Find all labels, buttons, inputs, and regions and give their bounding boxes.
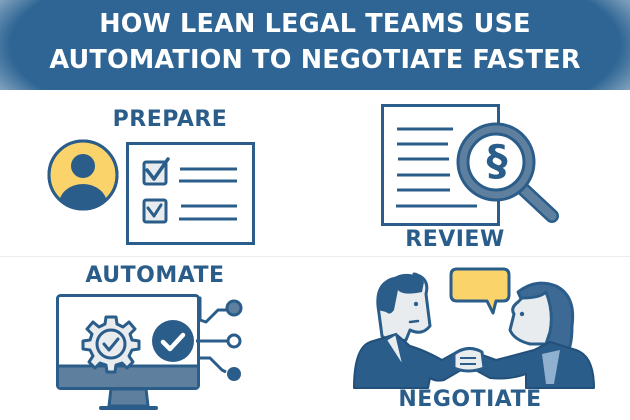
checklist-document-icon xyxy=(126,142,255,245)
checkmark-circle-icon xyxy=(152,320,194,362)
title-line-2: AUTOMATION TO NEGOTIATE FASTER xyxy=(49,45,581,75)
step-label-automate: AUTOMATE xyxy=(85,263,225,288)
person-avatar-icon xyxy=(47,139,119,211)
section-divider xyxy=(0,256,630,257)
step-label-review: REVIEW xyxy=(405,227,505,252)
step-label-prepare: PREPARE xyxy=(112,107,228,132)
step-label-negotiate: NEGOTIATE xyxy=(398,387,542,412)
gear-icon xyxy=(81,315,141,374)
title-banner: HOW LEAN LEGAL TEAMS USE AUTOMATION TO N… xyxy=(0,0,630,90)
network-nodes-icon xyxy=(196,296,243,381)
magnifying-glass-icon xyxy=(456,122,559,223)
handshake-people-icon xyxy=(353,272,595,389)
speech-bubble-icon xyxy=(449,267,511,315)
title-line-1: HOW LEAN LEGAL TEAMS USE xyxy=(99,9,531,39)
section-symbol-icon: § xyxy=(486,136,508,185)
